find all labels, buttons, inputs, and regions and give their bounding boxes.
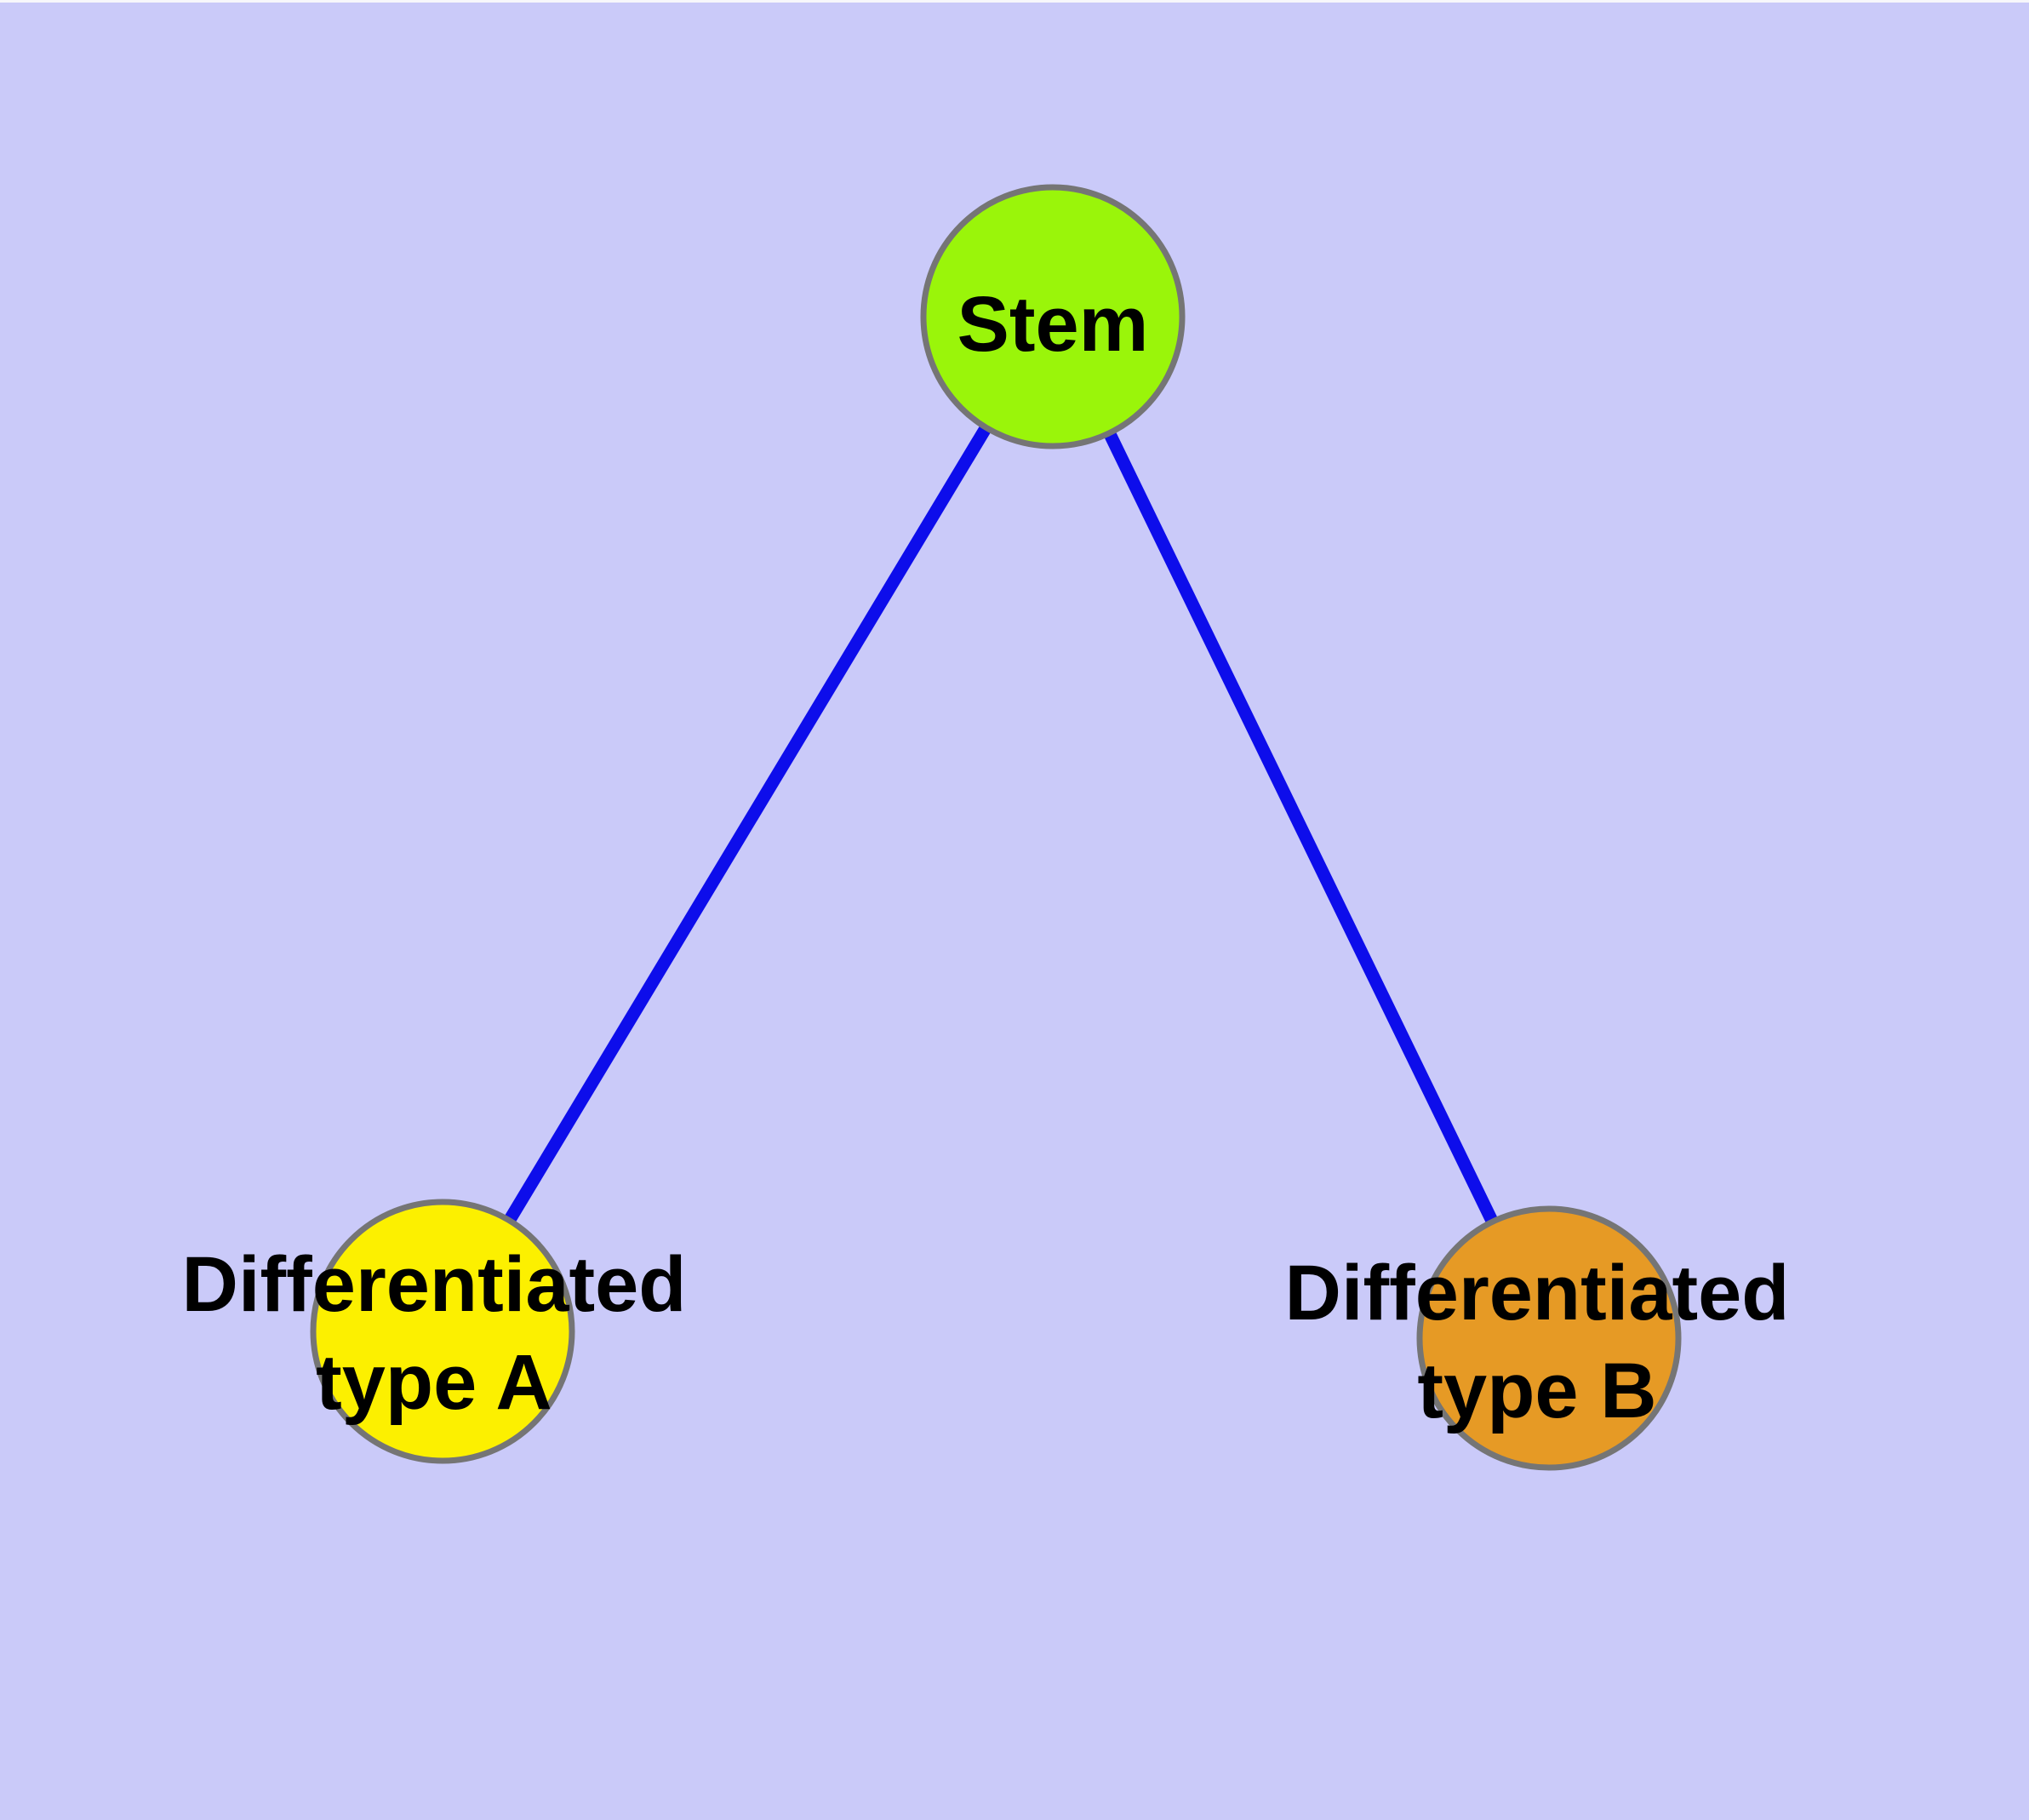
differentiated-type-a-label-line2: type A	[316, 1339, 552, 1426]
node-stem: Stem	[920, 184, 1186, 449]
stem-circle	[920, 184, 1186, 449]
top-edge-strip	[0, 0, 2029, 3]
differentiated-type-b-circle	[1416, 1205, 1682, 1471]
differentiated-type-b-label-line1: Differentiated	[1285, 1250, 1790, 1336]
stem-label: Stem	[957, 281, 1149, 368]
differentiated-type-b-label-line2: type B	[1417, 1348, 1656, 1434]
differentiated-type-a-label-line1: Differentiated	[182, 1241, 687, 1328]
node-differentiated-type-b: Differentiated type B	[1285, 1205, 1790, 1471]
edge-stem-to-type-a	[437, 313, 1059, 1335]
differentiated-type-a-circle	[310, 1199, 575, 1464]
edge-stem-to-type-b	[1047, 313, 1555, 1342]
node-differentiated-type-a: Differentiated type A	[182, 1199, 687, 1464]
edges	[437, 313, 1555, 1342]
